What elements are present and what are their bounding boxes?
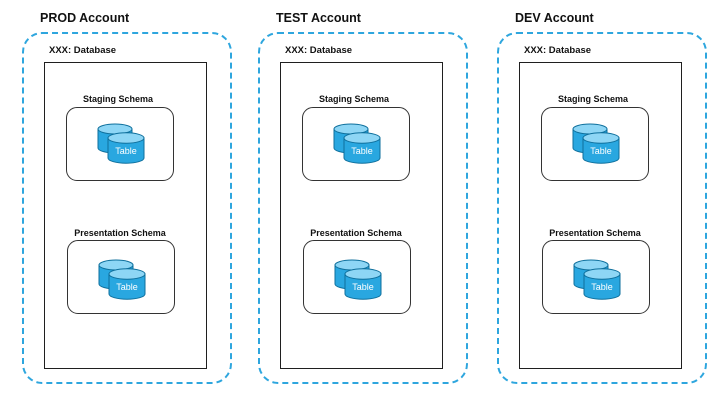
account-title: TEST Account: [276, 11, 361, 25]
table-icon: Table: [334, 259, 382, 300]
database-cylinder-icon: [344, 268, 382, 300]
staging-schema-title: Staging Schema: [318, 94, 390, 104]
table-label: Table: [591, 282, 613, 292]
table-icon: Table: [98, 259, 146, 300]
table-label: Table: [352, 282, 374, 292]
table-icon: Table: [572, 123, 620, 164]
account-boundary: [258, 32, 468, 384]
database-box: [519, 62, 682, 369]
presentation-schema-title: Presentation Schema: [74, 228, 166, 238]
staging-schema-title: Staging Schema: [82, 94, 154, 104]
database-label: XXX: Database: [285, 45, 353, 56]
table-label: Table: [115, 146, 137, 156]
account-title: PROD Account: [40, 11, 130, 25]
staging-schema-title: Staging Schema: [557, 94, 629, 104]
database-cylinder-icon: [108, 268, 146, 300]
presentation-schema-title: Presentation Schema: [549, 228, 641, 238]
account-title: DEV Account: [515, 11, 594, 25]
table-icon: Table: [97, 123, 145, 164]
account-dev: DEV Account XXX: Database Staging Schema…: [497, 0, 727, 406]
table-icon: Table: [573, 259, 621, 300]
table-label: Table: [116, 282, 138, 292]
account-prod: PROD Account XXX: Database Staging Schem…: [22, 0, 258, 406]
database-cylinder-icon: [107, 132, 145, 164]
database-cylinder-icon: [583, 268, 621, 300]
table-label: Table: [590, 146, 612, 156]
presentation-schema-title: Presentation Schema: [310, 228, 402, 238]
account-test: TEST Account XXX: Database Staging Schem…: [258, 0, 494, 406]
database-label: XXX: Database: [524, 45, 592, 56]
database-box: [44, 62, 207, 369]
table-label: Table: [351, 146, 373, 156]
table-icon: Table: [333, 123, 381, 164]
account-boundary: [497, 32, 707, 384]
database-cylinder-icon: [343, 132, 381, 164]
account-boundary: [22, 32, 232, 384]
database-box: [280, 62, 443, 369]
database-label: XXX: Database: [49, 45, 117, 56]
database-cylinder-icon: [582, 132, 620, 164]
